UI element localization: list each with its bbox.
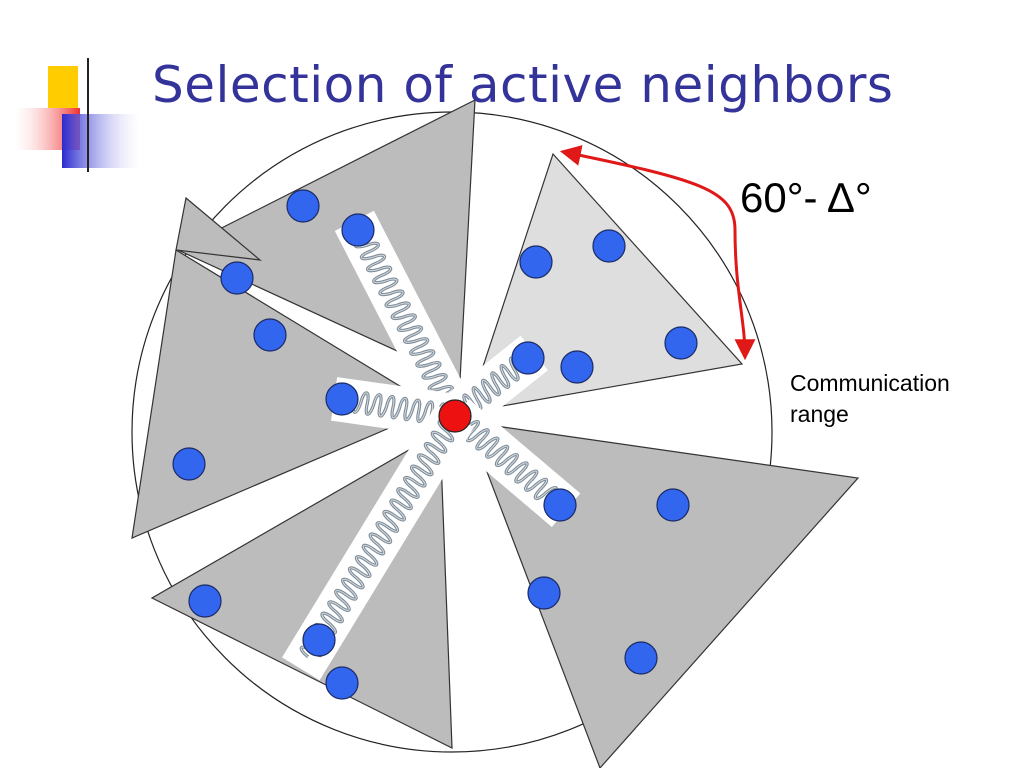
sector-left [131, 249, 438, 539]
neighbor-node [656, 488, 690, 522]
neighbor-node [592, 229, 626, 263]
spring-link [334, 210, 475, 427]
neighbor-node [664, 326, 698, 360]
neighbor-node [527, 576, 561, 610]
communication-range-label-line1: Communication [790, 370, 950, 396]
slide-title: Selection of active neighbors [152, 56, 894, 114]
deco-square-blue [62, 114, 140, 168]
neighbor-node [560, 350, 594, 384]
neighbor-nodes [172, 189, 698, 700]
spring-link [440, 399, 581, 527]
communication-range-label-line2: range [790, 401, 849, 427]
corner-logo [14, 58, 1000, 172]
neighbor-node [302, 623, 336, 657]
communication-range-label: Communication range [790, 368, 1010, 430]
spring-link [282, 404, 474, 681]
center-node [438, 399, 472, 433]
neighbor-node [543, 488, 577, 522]
neighbor-node [188, 584, 222, 618]
neighbor-node [325, 382, 359, 416]
angle-annotation: 60°- Δ° [740, 174, 872, 221]
neighbor-node [624, 641, 658, 675]
neighbor-node [341, 213, 375, 247]
neighbor-node [286, 189, 320, 223]
neighbor-node [253, 318, 287, 352]
angle-arrow [559, 145, 756, 361]
neighbor-node [325, 666, 359, 700]
sector-left-top-stub [175, 196, 262, 261]
neighbor-node [172, 447, 206, 481]
neighbor-node [511, 341, 545, 375]
deco-square-yellow [48, 66, 78, 108]
neighbor-node [220, 261, 254, 295]
neighbor-node [519, 245, 553, 279]
